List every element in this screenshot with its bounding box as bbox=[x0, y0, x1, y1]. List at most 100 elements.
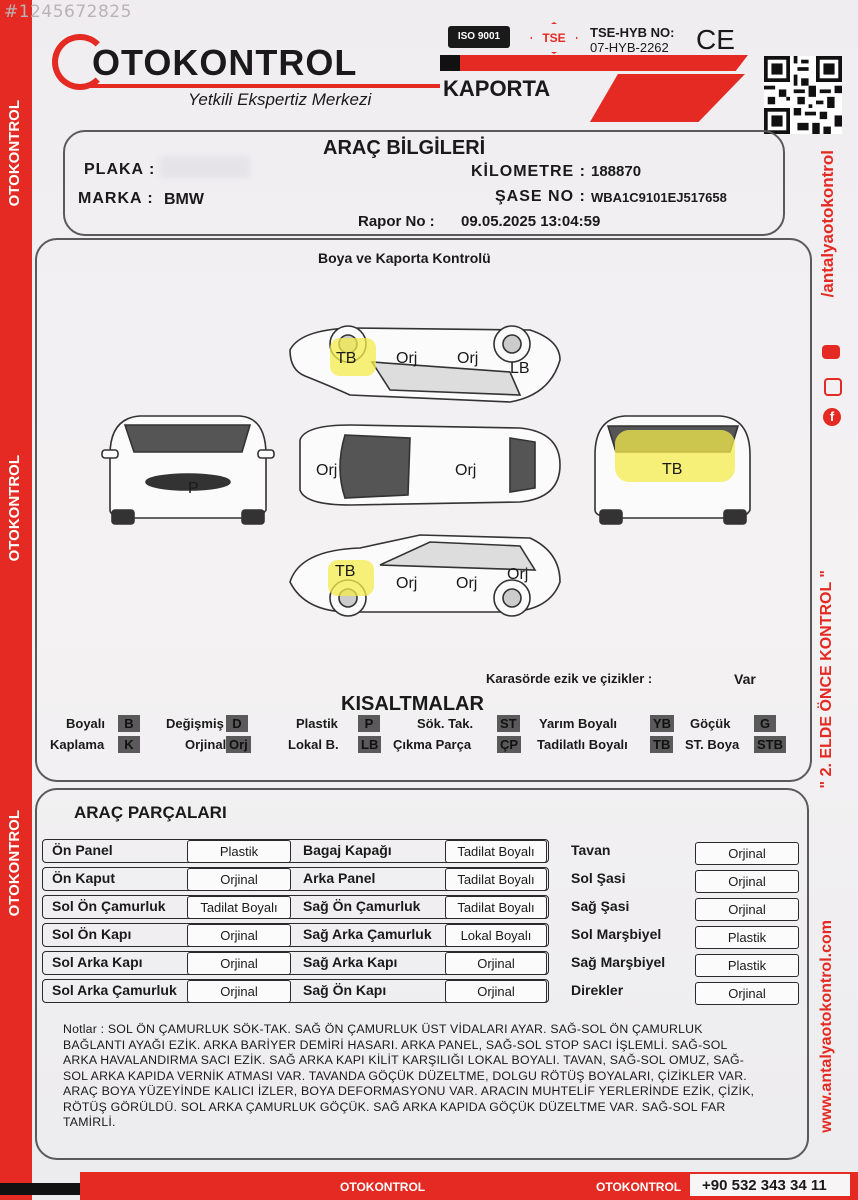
abbr-name: Orjinal bbox=[185, 737, 227, 752]
part-status: Orjinal bbox=[695, 982, 799, 1005]
part-name: Sağ Arka Çamurluk bbox=[303, 926, 432, 942]
abbr-name: Yarım Boyalı bbox=[539, 716, 618, 731]
tse-no-label: TSE-HYB NO: bbox=[590, 25, 675, 40]
part-status: Orjinal bbox=[187, 952, 291, 975]
ce-mark: CE bbox=[696, 24, 735, 55]
vehicle-info-title: ARAÇ BİLGİLERİ bbox=[323, 137, 486, 159]
label-front-p: P bbox=[188, 480, 199, 497]
label-bottom-orj-2: Orj bbox=[456, 575, 478, 592]
highlight-top-front-fender bbox=[330, 338, 376, 376]
abbr-code: YB bbox=[650, 715, 675, 732]
km-label: KİLOMETRE : bbox=[471, 163, 586, 180]
left-brand-text-3: OTOKONTROL bbox=[6, 810, 23, 917]
parts-row bbox=[42, 867, 549, 891]
paint-check-title: Boya ve Kaporta Kontrolü bbox=[318, 250, 491, 266]
abbr-name: Boyalı bbox=[66, 716, 106, 731]
abbr-name: Lokal B. bbox=[288, 737, 339, 752]
youtube-icon bbox=[822, 345, 840, 359]
part-status: Tadilat Boyalı bbox=[187, 896, 291, 919]
abbr-code: B bbox=[118, 715, 140, 732]
part-status: Plastik bbox=[695, 926, 799, 949]
document-type: KAPORTA bbox=[443, 76, 551, 101]
footer-phone-box bbox=[690, 1174, 850, 1196]
part-name: Arka Panel bbox=[303, 870, 376, 886]
abbr-code: P bbox=[358, 715, 380, 732]
part-status: Orjinal bbox=[187, 980, 291, 1003]
part-name: Direkler bbox=[571, 982, 624, 998]
abbr-code: K bbox=[118, 736, 140, 753]
part-status: Orjinal bbox=[695, 870, 799, 893]
vehicle-info-box bbox=[63, 130, 785, 236]
right-website: www.antalyaotokontrol.com bbox=[818, 920, 835, 1133]
parts-row bbox=[42, 951, 549, 975]
label-roof-orj-1: Orj bbox=[316, 462, 338, 479]
part-name: Sol Şasi bbox=[571, 870, 626, 886]
part-status: Lokal Boyalı bbox=[445, 924, 547, 947]
abbr-name: ST. Boya bbox=[685, 737, 740, 752]
parts-row bbox=[42, 979, 549, 1003]
left-red-strip bbox=[0, 0, 32, 1200]
parts-row bbox=[42, 895, 549, 919]
part-name: Sağ Ön Çamurluk bbox=[303, 898, 421, 914]
part-status: Tadilat Boyalı bbox=[445, 896, 547, 919]
right-slogan: " 2. ELDE ÖNCE KONTROL " bbox=[818, 570, 835, 789]
part-name: Ön Kaput bbox=[52, 870, 115, 886]
dent-label: Karasörde ezik ve çizikler : bbox=[486, 671, 653, 686]
abbr-code: STB bbox=[754, 736, 786, 753]
parts-title: ARAÇ PARÇALARI bbox=[74, 803, 227, 822]
abbr-code: Orj bbox=[226, 736, 251, 753]
logo-ring-icon bbox=[52, 34, 108, 90]
part-status: Tadilat Boyalı bbox=[445, 868, 547, 891]
qr-code bbox=[764, 56, 842, 134]
part-name: Sol Arka Kapı bbox=[52, 954, 143, 970]
left-brand-text-2: OTOKONTROL bbox=[6, 455, 23, 562]
chassis-value: WBA1C9101EJ517658 bbox=[591, 190, 727, 205]
km-value: 188870 bbox=[591, 163, 642, 180]
label-top-tb: TB bbox=[336, 350, 357, 367]
brand-value: BMW bbox=[164, 191, 204, 208]
abbr-code: D bbox=[226, 715, 248, 732]
parts-box bbox=[35, 788, 809, 1160]
part-name: Bagaj Kapağı bbox=[303, 842, 392, 858]
iso-badge: ISO 9001 bbox=[448, 26, 510, 48]
part-status: Tadilat Boyalı bbox=[445, 840, 547, 863]
logo-underline bbox=[90, 84, 440, 88]
part-name: Sol Marşbiyel bbox=[571, 926, 662, 942]
label-roof-orj-2: Orj bbox=[455, 462, 477, 479]
abbr-name: Çıkma Parça bbox=[393, 737, 472, 752]
abbr-name: Sök. Tak. bbox=[417, 716, 474, 731]
abbr-name: Değişmiş bbox=[166, 716, 224, 731]
abbr-code: LB bbox=[358, 736, 382, 753]
part-name: Tavan bbox=[571, 842, 611, 858]
label-bottom-tb: TB bbox=[335, 563, 356, 580]
instagram-icon bbox=[824, 378, 842, 396]
kaporta-red-bar bbox=[440, 55, 748, 71]
facebook-icon: f bbox=[823, 408, 841, 426]
abbr-code: ÇP bbox=[497, 736, 522, 753]
report-label: Rapor No : bbox=[358, 213, 435, 230]
part-name: Sağ Marşbiyel bbox=[571, 954, 666, 970]
kaporta-black-block bbox=[440, 55, 460, 71]
part-name: Sağ Şasi bbox=[571, 898, 630, 914]
label-top-lb: LB bbox=[510, 360, 530, 377]
left-brand-text-1: OTOKONTROL bbox=[6, 100, 23, 207]
part-name: Sol Ön Çamurluk bbox=[52, 898, 166, 914]
plate-value-redacted bbox=[160, 156, 250, 178]
label-bottom-orj-1: Orj bbox=[396, 575, 418, 592]
part-name: Sağ Ön Kapı bbox=[303, 982, 387, 998]
abbr-code: TB bbox=[650, 736, 674, 753]
brand-tagline: Yetkili Ekspertiz Merkezi bbox=[188, 90, 372, 109]
part-status: Orjinal bbox=[187, 924, 291, 947]
abbr-name: Kaplama bbox=[50, 737, 105, 752]
parts-row bbox=[42, 839, 549, 863]
label-rear-tb: TB bbox=[662, 461, 683, 478]
right-url: /antalyaotokontrol bbox=[818, 150, 837, 298]
part-status: Plastik bbox=[187, 840, 291, 863]
paint-check-box bbox=[35, 238, 812, 782]
label-bottom-orj-3: Orj bbox=[507, 566, 529, 583]
notes-text: Notlar : SOL ÖN ÇAMURLUK SÖK-TAK. SAĞ ÖN… bbox=[63, 1022, 755, 1129]
parts-row bbox=[42, 923, 549, 947]
part-status: Orjinal bbox=[445, 980, 547, 1003]
brand-name: OTOKONTROL bbox=[92, 42, 358, 83]
tse-no-value: 07-HYB-2262 bbox=[590, 40, 669, 55]
